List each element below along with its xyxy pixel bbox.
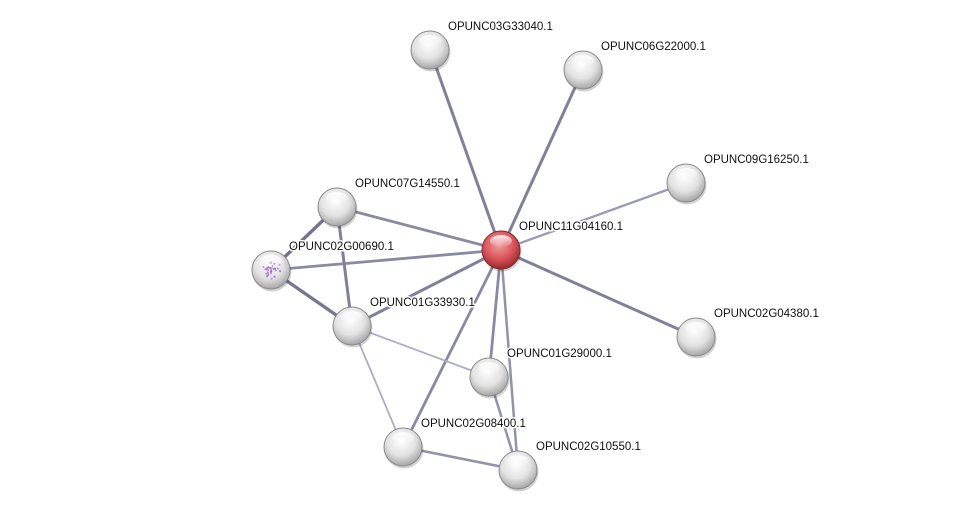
node-label: OPUNC02G10550.1 [536,441,641,453]
edge[interactable] [430,50,501,250]
structure-icon [277,268,279,270]
protein-node[interactable]: OPUNC02G04380.1 [677,308,819,359]
structure-icon [274,268,276,270]
node-label: OPUNC01G29000.1 [507,348,612,360]
structure-icon [262,266,264,268]
edge[interactable] [501,250,696,337]
structure-icon [270,273,272,275]
structure-icon [265,272,267,274]
edge[interactable] [501,183,686,250]
structure-icon [275,269,277,271]
node-highlight [572,55,594,67]
structure-icon [279,270,281,272]
node-label: OPUNC02G00690.1 [289,241,394,253]
structure-icon [274,276,276,278]
structure-icon [267,271,269,273]
structure-icon [267,274,269,276]
edge[interactable] [501,250,518,470]
edge[interactable] [352,326,489,377]
node-highlight [419,35,441,47]
node-highlight [392,432,414,444]
structure-icon [269,267,271,269]
query-node[interactable]: OPUNC11G04160.1 [482,221,623,272]
node-highlight [326,192,348,204]
node-label: OPUNC09G16250.1 [704,154,809,166]
node-highlight [478,362,500,374]
node-highlight [507,455,529,467]
node-label: OPUNC11G04160.1 [519,221,623,233]
node-label: OPUNC03G33040.1 [448,21,553,33]
node-label: OPUNC01G33930.1 [370,297,475,309]
structure-icon [265,269,267,271]
protein-node[interactable]: OPUNC01G33930.1 [333,297,475,348]
node-highlight [675,168,697,180]
node-highlight [490,235,512,247]
node-label: OPUNC02G08400.1 [421,418,526,430]
node-label: OPUNC02G04380.1 [714,308,819,320]
node-highlight [341,311,363,323]
node-highlight [685,322,707,334]
structure-icon [270,271,272,273]
node-highlight [260,255,282,267]
node-label: OPUNC06G22000.1 [601,41,706,53]
node-label: OPUNC07G14550.1 [355,178,460,190]
protein-node[interactable]: OPUNC02G10550.1 [499,441,641,492]
protein-node[interactable]: OPUNC09G16250.1 [667,154,809,205]
structure-icon [271,278,273,280]
protein-node[interactable]: OPUNC06G22000.1 [564,41,706,92]
protein-node[interactable]: OPUNC03G33040.1 [411,21,553,72]
